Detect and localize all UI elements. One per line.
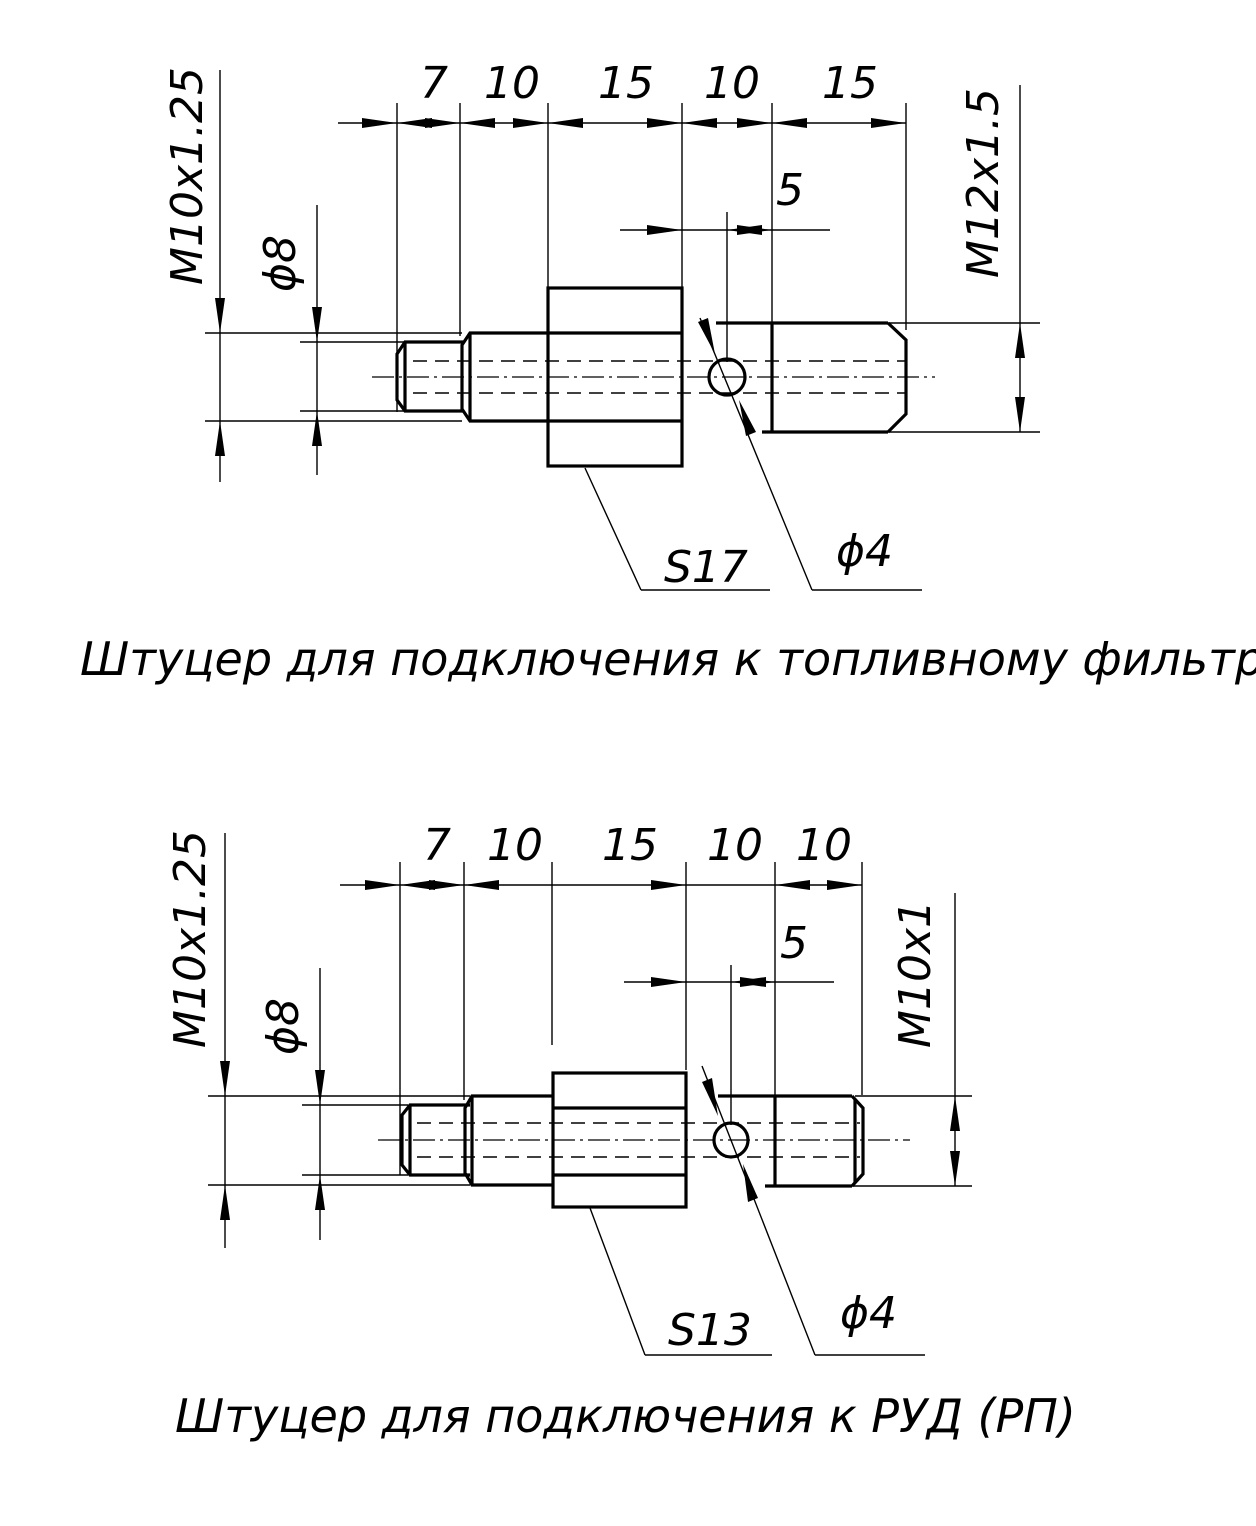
hole-diameter-label: ϕ4 [836, 526, 893, 577]
dim-15-b: 15 [822, 58, 878, 109]
dimension-thread-left: M10x1.25 [165, 830, 470, 1248]
dim-15: 15 [602, 820, 658, 871]
dimension-thread-left: M10x1.25 [162, 67, 462, 482]
leader-hex-size: S17 [584, 467, 770, 593]
dimension-chain-top: 7 10 15 10 10 [340, 820, 863, 1186]
dimension-hole-offset: 5 [620, 165, 830, 362]
hole-diameter-label: ϕ4 [840, 1288, 897, 1339]
dimension-diameter-8: ϕ8 [255, 205, 405, 475]
dim-10-a: 10 [484, 58, 540, 109]
thread-label-m10x1-25: M10x1.25 [165, 830, 216, 1048]
leader-hole-diameter: ϕ4 [698, 317, 922, 591]
dimension-hole-offset: 5 [624, 918, 834, 1125]
leader-hex-size: S13 [589, 1207, 772, 1356]
dim-7: 7 [420, 58, 448, 109]
hex-size-label: S13 [668, 1305, 752, 1356]
dim-10-a: 10 [487, 820, 543, 871]
part-outline [372, 286, 935, 468]
thread-label-m12x1-5: M12x1.5 [958, 88, 1009, 278]
part-outline [378, 1071, 910, 1209]
dimension-thread-right: M12x1.5 [772, 85, 1040, 433]
dim-10-b: 10 [704, 58, 760, 109]
fitting-throttle: 7 10 15 10 10 5 M10x1.25 [165, 820, 1076, 1443]
diameter-label-8: ϕ8 [258, 998, 309, 1055]
dim-10-c: 10 [796, 820, 852, 871]
caption-part-1: Штуцер для подключения к топливному филь… [80, 632, 1256, 686]
diameter-label-8: ϕ8 [255, 235, 306, 292]
dimension-diameter-8: ϕ8 [258, 968, 408, 1240]
dim-7: 7 [423, 820, 451, 871]
caption-part-2: Штуцер для подключения к РУД (РП) [175, 1389, 1076, 1443]
hex-size-label: S17 [664, 542, 748, 593]
dimension-chain-top: 7 10 15 10 15 [338, 58, 907, 432]
dim-15-a: 15 [598, 58, 654, 109]
dim-5: 5 [780, 918, 808, 969]
leader-hole-diameter: ϕ4 [701, 1065, 925, 1356]
dimension-thread-right: M10x1 [775, 893, 972, 1187]
dim-10-b: 10 [707, 820, 763, 871]
dim-5: 5 [776, 165, 804, 216]
fitting-fuel-filter: 7 10 15 10 15 5 M10x1.25 [80, 58, 1256, 686]
thread-label-m10x1: M10x1 [890, 900, 941, 1048]
thread-label-m10x1-25: M10x1.25 [162, 67, 213, 285]
